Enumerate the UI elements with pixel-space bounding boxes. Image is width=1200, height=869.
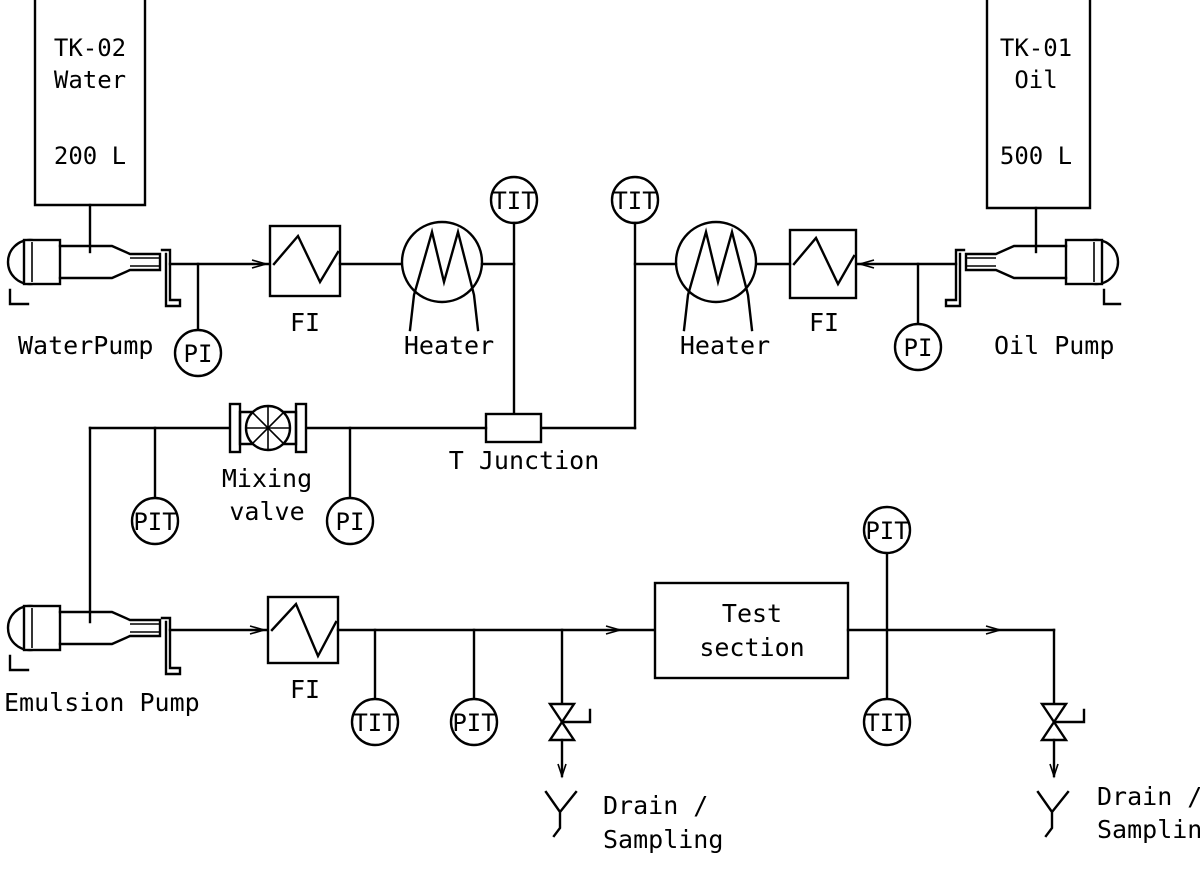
water-heater-icon [400, 220, 484, 332]
tank-tk-02-fluid: Water [54, 66, 126, 94]
oil-pump-symbol [944, 238, 1122, 308]
tank-tk-01-fluid: Oil [1014, 66, 1057, 94]
oil-flow-indicator [788, 228, 858, 300]
mix-pit: PIT [130, 496, 180, 546]
emulsion-pit-label: PIT [452, 709, 495, 737]
mix-pi-label: PI [336, 508, 365, 536]
water-tit-label: TIT [492, 187, 535, 215]
flow-arrow-icon [1049, 763, 1059, 779]
mix-pit-label: PIT [133, 508, 176, 536]
oil-heater-label: Heater [680, 331, 770, 360]
water-heater-label: Heater [404, 331, 494, 360]
test-section-label-line1: Test [722, 599, 782, 628]
drain-valve-2-icon [1039, 702, 1086, 742]
flow-arrow-icon [857, 259, 875, 269]
mixing-valve-icon [228, 402, 308, 454]
t-junction [484, 412, 543, 444]
water-fi-label: FI [290, 308, 320, 337]
emulsion-pump-symbol [6, 604, 182, 676]
tank-tk-01-id: TK-01 [1000, 34, 1072, 62]
test-section: Test section [653, 581, 850, 680]
oil-pi: PI [893, 322, 943, 372]
oil-pi-label: PI [904, 334, 933, 362]
t-junction-label: T Junction [449, 446, 600, 475]
water-flow-indicator [268, 224, 342, 298]
outlet-pit-label: PIT [865, 517, 908, 545]
test-section-label-line2: section [699, 633, 804, 662]
drain1-label-line2: Sampling [603, 825, 723, 854]
flow-arrow-icon [605, 625, 623, 635]
oil-pump-label: Oil Pump [994, 331, 1114, 360]
flow-arrow-icon [251, 259, 269, 269]
emulsion-pump-label: Emulsion Pump [4, 688, 200, 717]
tank-tk-02: TK-02 Water 200 L [33, 0, 147, 207]
drain2-label-line2: Sampling [1097, 815, 1200, 844]
water-pump-label: WaterPump [18, 331, 153, 360]
flow-arrow-icon [249, 625, 267, 635]
emulsion-tit-label: TIT [353, 709, 396, 737]
water-tit: TIT [489, 175, 539, 225]
drain2-label-line1: Drain / [1097, 782, 1200, 811]
drain-funnel-1-icon [544, 790, 578, 838]
emulsion-fi-label: FI [290, 675, 320, 704]
mixing-valve-label-line1: Mixing [222, 464, 312, 493]
drain-funnel-2-icon [1036, 790, 1070, 838]
outlet-tit: TIT [862, 697, 912, 747]
flow-arrow-icon [985, 625, 1003, 635]
mixing-valve-label-line2: valve [229, 497, 304, 526]
emulsion-pit: PIT [449, 697, 499, 747]
water-pump-symbol [6, 238, 182, 308]
oil-fi-label: FI [809, 308, 839, 337]
tank-tk-01-volume: 500 L [1000, 142, 1072, 170]
drain1-label-line1: Drain / [603, 791, 708, 820]
tank-tk-01: TK-01 Oil 500 L [985, 0, 1092, 210]
oil-tit: TIT [610, 175, 660, 225]
mix-pi: PI [325, 496, 375, 546]
oil-tit-label: TIT [613, 187, 656, 215]
flow-arrow-icon [557, 763, 567, 779]
oil-heater-icon [674, 220, 758, 332]
outlet-pit: PIT [862, 505, 912, 555]
drain-valve-1-icon [547, 702, 592, 742]
water-pi: PI [173, 328, 223, 378]
water-pi-label: PI [184, 340, 213, 368]
outlet-tit-label: TIT [865, 709, 908, 737]
emulsion-flow-indicator [266, 595, 340, 665]
emulsion-tit: TIT [350, 697, 400, 747]
tank-tk-02-id: TK-02 [54, 34, 126, 62]
tank-tk-02-volume: 200 L [54, 142, 126, 170]
